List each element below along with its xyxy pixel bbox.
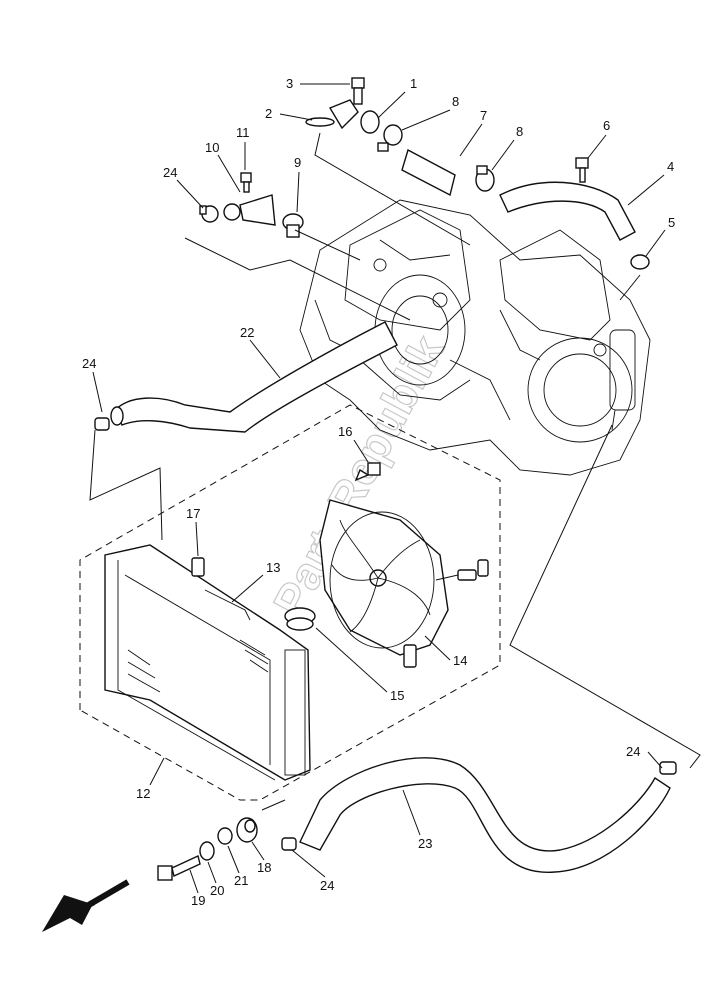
callout-leader-c18 xyxy=(251,841,265,861)
part-18-grommet xyxy=(236,817,258,843)
callout-label-c1: 1 xyxy=(410,76,417,91)
callout-leader-c24a xyxy=(176,179,204,209)
callout-label-c16: 16 xyxy=(338,424,352,439)
callout-label-c20: 20 xyxy=(210,883,224,898)
callout-leader-c8a xyxy=(401,109,451,131)
part-1-o-ring xyxy=(360,110,380,134)
callout-label-c18: 18 xyxy=(257,860,271,875)
reference-line-left xyxy=(89,429,163,541)
callout-leader-c24b xyxy=(92,371,103,413)
part-4-pipe xyxy=(499,181,636,241)
callout-label-c23: 23 xyxy=(418,836,432,851)
reference-line-right xyxy=(509,424,701,769)
part-23-hose xyxy=(299,757,671,873)
callout-label-c13: 13 xyxy=(266,560,280,575)
part-24-clamp-right xyxy=(659,761,677,775)
callout-leader-c14 xyxy=(424,635,451,661)
part-24-clamp-bottom xyxy=(281,837,297,851)
callout-leader-c10 xyxy=(217,154,241,193)
callout-label-c11: 11 xyxy=(236,125,250,140)
callout-label-c8a: 8 xyxy=(452,94,459,109)
callout-leader-c21 xyxy=(227,845,240,874)
part-22-hose xyxy=(110,321,398,433)
part-5-o-ring xyxy=(630,254,650,270)
part-21-spacer xyxy=(217,827,233,845)
callout-label-c19: 19 xyxy=(191,893,205,908)
part-24-clamp-top xyxy=(199,205,219,223)
callout-leaders xyxy=(92,83,666,894)
callout-label-c3: 3 xyxy=(286,76,293,91)
callout-label-c9: 9 xyxy=(294,155,301,170)
part-6-bolt xyxy=(575,157,589,183)
callout-leader-c1 xyxy=(377,91,406,119)
callout-label-c21: 21 xyxy=(234,873,248,888)
part-9-thermostat xyxy=(282,213,304,238)
part-2-gasket xyxy=(305,99,359,130)
part-19-bolt xyxy=(157,855,201,881)
callout-leader-c13 xyxy=(231,574,264,603)
callout-leader-c5 xyxy=(645,229,666,257)
part-16-bolt xyxy=(354,462,381,482)
callout-leader-c6 xyxy=(587,134,607,159)
callout-labels: 1234567889101112131415161718192021222324… xyxy=(82,76,675,908)
front-direction-arrow xyxy=(42,879,130,932)
callout-label-c8b: 8 xyxy=(516,124,523,139)
callout-label-c24b: 24 xyxy=(82,356,96,371)
part-10-fitting xyxy=(223,194,276,226)
callout-label-c5: 5 xyxy=(668,215,675,230)
callout-leader-c20 xyxy=(207,861,217,884)
callout-label-c17: 17 xyxy=(186,506,200,521)
callout-leader-c8b xyxy=(491,139,515,171)
radiator-group-outline xyxy=(79,404,501,801)
part-11-bolt xyxy=(240,172,252,193)
callout-label-c24a: 24 xyxy=(163,165,177,180)
callout-leader-c7 xyxy=(459,123,483,157)
part-7-hose xyxy=(401,148,456,197)
callout-label-c10: 10 xyxy=(205,140,219,155)
callout-leader-c9 xyxy=(296,171,300,213)
callout-leader-c24d xyxy=(291,849,326,878)
part-3-bolt xyxy=(351,77,365,105)
reference-lines-top xyxy=(184,132,641,321)
part-17-clip xyxy=(191,557,205,577)
callout-leader-c17 xyxy=(195,521,199,557)
callout-leader-c23 xyxy=(402,789,421,836)
part-24-clamp-left xyxy=(94,417,110,431)
callout-label-c7: 7 xyxy=(480,108,487,123)
callout-leader-c15 xyxy=(315,627,388,693)
callout-label-c24d: 24 xyxy=(320,878,334,893)
callout-label-c6: 6 xyxy=(603,118,610,133)
part-13-bracket xyxy=(204,589,251,621)
callout-label-c22: 22 xyxy=(240,325,254,340)
part-20-collar xyxy=(199,841,215,861)
part-8-hose-clamp-2 xyxy=(475,165,495,192)
callout-leader-c16 xyxy=(353,439,369,463)
callout-leader-c4 xyxy=(627,174,665,206)
callout-leader-c12 xyxy=(149,757,165,786)
callout-label-c15: 15 xyxy=(390,688,404,703)
callout-label-c12: 12 xyxy=(136,786,150,801)
callout-leader-c24c xyxy=(647,751,663,769)
callout-label-c14: 14 xyxy=(453,653,467,668)
callout-leader-c22 xyxy=(249,339,281,379)
callout-label-c4: 4 xyxy=(667,159,674,174)
reference-line-lower xyxy=(261,799,286,811)
part-14-fan xyxy=(319,499,489,668)
callout-leader-c19 xyxy=(189,869,199,894)
callout-label-c24c: 24 xyxy=(626,744,640,759)
part-8-hose-clamp xyxy=(377,124,403,152)
callout-label-c2: 2 xyxy=(265,106,272,121)
part-15-radiator-cap xyxy=(284,607,316,631)
callout-leader-c2 xyxy=(279,113,313,121)
